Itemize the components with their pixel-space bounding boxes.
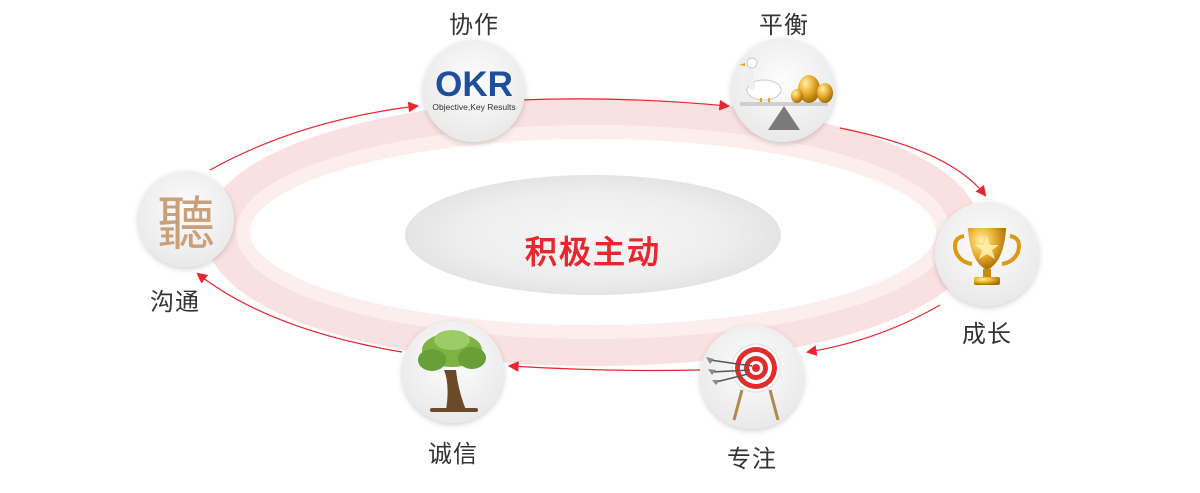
- okr-logo-text: OKR: [435, 65, 513, 104]
- tree-icon: [418, 330, 486, 412]
- label-integrity: 诚信: [428, 440, 478, 468]
- arrow-growth-to-focus: [805, 304, 941, 356]
- label-balance: 平衡: [759, 11, 809, 39]
- label-focus: 专注: [727, 445, 777, 473]
- trophy-icon: [953, 228, 1021, 285]
- target-icon: [706, 343, 781, 421]
- center-ellipse: [405, 175, 781, 295]
- node-collab: OKR Objective,Key Results: [423, 40, 525, 142]
- node-focus: [700, 325, 804, 429]
- node-communication: 聽: [138, 171, 234, 267]
- arrow-focus-to-integrity: [507, 361, 701, 372]
- node-growth: [935, 202, 1039, 306]
- node-integrity: [402, 321, 504, 423]
- balance-scale-icon: [739, 57, 833, 130]
- label-collab: 协作: [449, 11, 499, 39]
- arrow-integrity-to-communication: [196, 272, 403, 353]
- arrow-balance-to-growth: [839, 127, 987, 197]
- listen-character: 聽: [157, 190, 215, 258]
- node-balance: [731, 38, 835, 142]
- okr-logo-subtitle: Objective,Key Results: [432, 102, 515, 112]
- arrow-collab-to-balance: [519, 98, 731, 111]
- center-label: 积极主动: [524, 233, 662, 271]
- arrow-communication-to-collab: [209, 101, 420, 171]
- label-growth: 成长: [962, 320, 1012, 348]
- label-communication: 沟通: [150, 288, 200, 316]
